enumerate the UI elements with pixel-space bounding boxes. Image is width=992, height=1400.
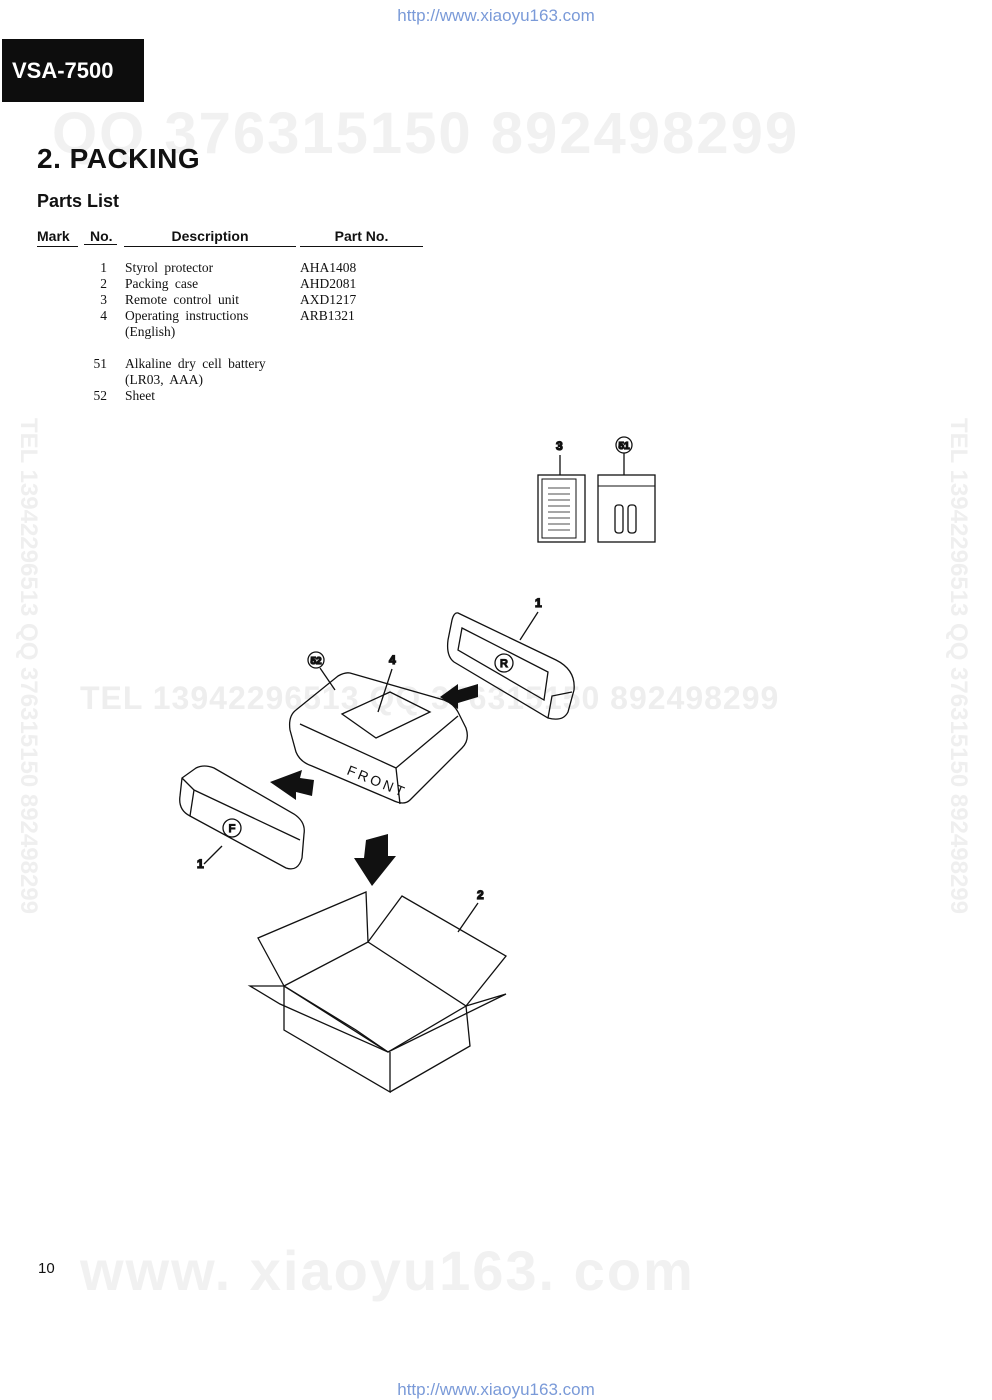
parts-list-heading: Parts List <box>37 191 120 211</box>
row-description: (English) <box>125 324 176 339</box>
section-title: 2. PACKING <box>37 143 201 174</box>
row-no: 52 <box>93 388 108 403</box>
row-no: 51 <box>93 356 108 371</box>
styrol-protector-rear: 1 R <box>446 595 575 720</box>
row-no: 2 <box>100 276 107 291</box>
remote-control-illustration: 3 <box>537 438 586 543</box>
column-header-mark: Mark <box>37 228 78 247</box>
row-description: (LR03, AAA) <box>125 372 203 387</box>
source-url-top[interactable]: http://www.xiaoyu163.com <box>397 6 595 25</box>
callout-manual: 4 <box>389 653 396 667</box>
insert-arrow-down <box>354 834 396 886</box>
row-description: Styrol protector <box>125 260 214 275</box>
column-header-description: Description <box>124 228 296 247</box>
styrol-protector-front: F 1 <box>179 765 305 872</box>
row-part-no: AHA1408 <box>300 260 357 275</box>
callout-protector-rear: 1 <box>535 596 542 610</box>
insert-arrow-front <box>270 770 314 800</box>
front-protector-marking: F <box>229 823 236 835</box>
row-description: Sheet <box>125 388 155 403</box>
battery-illustration: 51 <box>597 436 656 543</box>
insert-arrow-rear <box>440 684 478 709</box>
row-no: 3 <box>100 292 107 307</box>
row-part-no: AXD1217 <box>300 292 357 307</box>
unit-in-sheet: 52 4 FRONT <box>288 651 468 805</box>
callout-case: 2 <box>477 888 484 902</box>
source-url-bottom[interactable]: http://www.xiaoyu163.com <box>397 1380 595 1399</box>
callout-remote: 3 <box>556 439 563 453</box>
callout-sheet: 52 <box>310 656 322 667</box>
column-header-part-no: Part No. <box>300 228 423 247</box>
row-part-no: AHD2081 <box>300 276 357 291</box>
column-header-no: No. <box>84 228 117 245</box>
row-no: 1 <box>100 260 107 275</box>
row-no: 4 <box>100 308 107 323</box>
model-badge: VSA-7500 <box>2 39 144 102</box>
front-marking: FRONT <box>345 762 410 801</box>
row-part-no: ARB1321 <box>300 308 355 323</box>
row-description: Remote control unit <box>125 292 239 307</box>
callout-protector-front: 1 <box>197 857 204 871</box>
row-description: Packing case <box>125 276 199 291</box>
row-description: Operating instructions <box>125 308 249 323</box>
row-description: Alkaline dry cell battery <box>125 356 266 371</box>
callout-battery: 51 <box>618 441 630 452</box>
packing-case: 2 <box>247 887 507 1094</box>
rear-marking: R <box>500 658 508 670</box>
page-number: 10 <box>38 1260 55 1277</box>
